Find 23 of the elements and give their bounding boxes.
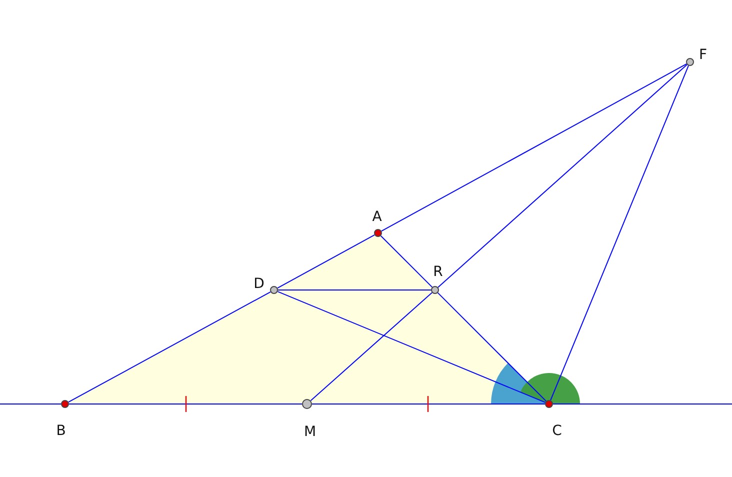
- point-label: C: [552, 424, 562, 438]
- line-segment: [437, 292, 547, 402]
- line-segment: [437, 64, 688, 288]
- point: [61, 400, 69, 408]
- point: [431, 286, 439, 294]
- line-segment: [68, 291, 271, 403]
- point: [686, 58, 694, 66]
- line-segment: [277, 234, 375, 289]
- line-segment: [277, 291, 546, 403]
- point-label: R: [433, 265, 443, 279]
- point: [545, 400, 553, 408]
- point: [374, 229, 382, 237]
- point-label: D: [254, 277, 264, 291]
- point: [270, 286, 278, 294]
- line-segment: [550, 65, 689, 401]
- point: [302, 399, 312, 409]
- line-segment: [381, 63, 687, 232]
- point-label: M: [304, 425, 316, 439]
- line-segment: [310, 292, 433, 402]
- point-label: F: [698, 48, 708, 62]
- line-segment: [380, 235, 433, 288]
- point-label: B: [56, 424, 66, 438]
- point-label: A: [372, 210, 382, 224]
